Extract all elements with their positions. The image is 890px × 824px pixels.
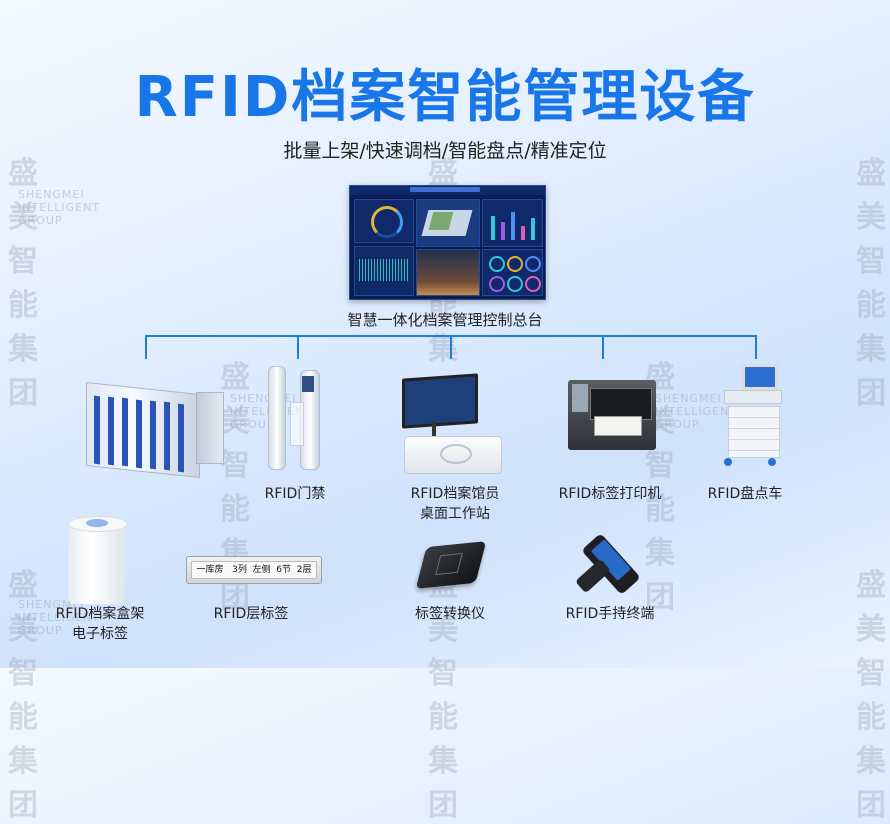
page-subtitle: 批量上架/快速调档/智能盘点/精准定位 xyxy=(283,140,607,162)
desktop-workstation-icon xyxy=(396,373,508,478)
device-label-line2: 电子标签 xyxy=(72,626,128,642)
device-label: RFID层标签 xyxy=(213,606,289,622)
device-label: RFID手持终端 xyxy=(565,606,655,622)
watermark-text: 盛美智能集团 xyxy=(8,156,41,411)
label-roll-icon xyxy=(62,512,134,610)
watermark-text: 盛美智能集团 xyxy=(856,156,889,411)
hub-label: 智慧一体化档案管理控制总台 xyxy=(347,311,543,329)
layer-tag-text: 一库房 3列 左侧 6节 2层 xyxy=(191,561,317,579)
control-dashboard-screen xyxy=(349,185,546,300)
watermark-english: SHENGMEI INTELLIGENT GROUP xyxy=(655,392,738,431)
connector-vertical xyxy=(450,335,452,359)
watermark-text: 盛美智能集团 xyxy=(856,568,889,823)
watermark-text: 盛美智能集团 xyxy=(428,568,461,823)
connector-vertical xyxy=(602,335,604,359)
connector-vertical xyxy=(297,335,299,359)
label-printer-icon xyxy=(566,378,658,454)
watermark-english: SHENGMEI INTELLIGENT GROUP xyxy=(18,598,101,637)
connector-vertical xyxy=(755,335,757,359)
page-title: RFID档案智能管理设备 xyxy=(134,65,756,130)
archive-shelf-icon xyxy=(78,382,224,478)
handheld-terminal-icon xyxy=(568,530,654,600)
watermark-text: 盛美智能集团 xyxy=(645,360,678,615)
device-label-line1: RFID档案盒架 xyxy=(55,606,145,622)
layer-tag-icon: 一库房 3列 左侧 6节 2层 xyxy=(186,556,322,584)
rfid-gate-icon xyxy=(262,362,334,474)
label-converter-icon xyxy=(412,540,492,596)
inventory-cart-icon xyxy=(712,362,784,474)
device-label: 标签转换仪 xyxy=(415,606,485,622)
device-label: RFID盘点车 xyxy=(707,486,783,502)
connector-vertical xyxy=(145,335,147,359)
device-label: RFID标签打印机 xyxy=(558,486,662,502)
device-label: RFID门禁 xyxy=(264,486,326,502)
watermark-english: SHENGMEI INTELLIGENT GROUP xyxy=(18,188,101,227)
device-label-line2: 桌面工作站 xyxy=(420,506,490,522)
device-label-line1: RFID档案馆员 xyxy=(410,486,500,502)
